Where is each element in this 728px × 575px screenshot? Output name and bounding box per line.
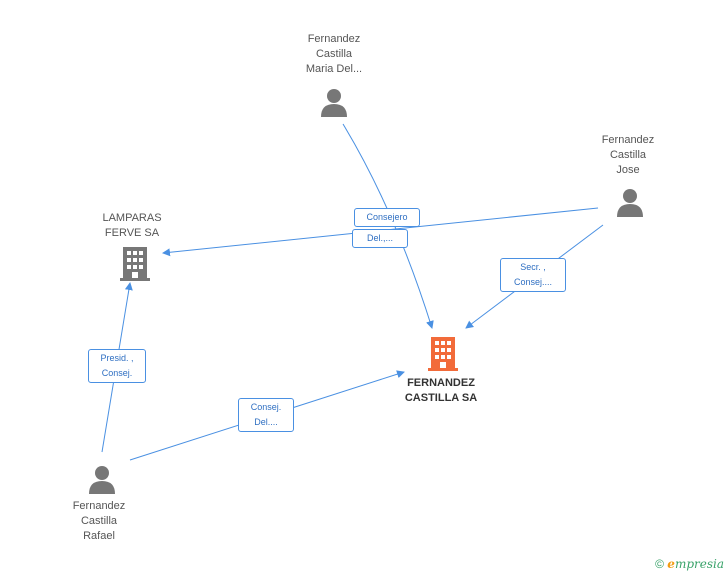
person-icon[interactable] <box>320 88 348 118</box>
node-label-rafael: Fernandez Castilla Rafael <box>72 500 126 542</box>
brand-name: empresia <box>667 557 724 571</box>
edge-label-secr[interactable]: Secr. , Consej.... <box>500 258 566 292</box>
edge-label-del[interactable]: Del.,... <box>352 229 408 248</box>
node-label-jose: Fernandez Castilla Jose <box>601 134 655 176</box>
node-label-lamparas: LAMPARAS FERVE SA <box>102 212 162 239</box>
copyright-symbol: © <box>655 557 664 571</box>
edge-label-consej-del[interactable]: Consej. Del.... <box>238 398 294 432</box>
building-icon[interactable] <box>427 336 459 372</box>
node-label-maria: Fernandez Castilla Maria Del... <box>305 33 363 75</box>
person-icon[interactable] <box>616 188 644 218</box>
building-icon[interactable] <box>119 246 151 282</box>
edge-label-consejero[interactable]: Consejero <box>354 208 420 227</box>
empresia-logo: © empresia <box>655 557 724 571</box>
node-label-main: FERNANDEZ CASTILLA SA <box>404 377 478 404</box>
person-icon[interactable] <box>88 465 116 495</box>
edge-label-presid[interactable]: Presid. , Consej. <box>88 349 146 383</box>
